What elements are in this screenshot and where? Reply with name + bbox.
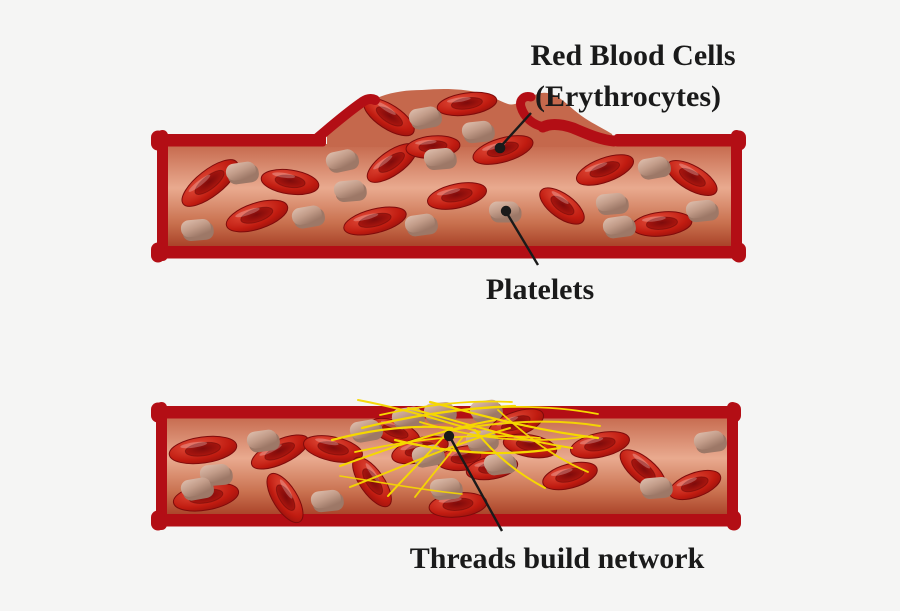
red-blood-cell xyxy=(225,199,289,233)
platelet xyxy=(461,120,495,144)
platelet xyxy=(483,452,517,476)
pointer-dot xyxy=(500,205,512,217)
fibrin-thread xyxy=(419,421,593,441)
label-threads-build-network: Threads build network xyxy=(410,542,705,575)
red-blood-cell xyxy=(436,91,498,117)
pointer-line xyxy=(506,214,540,266)
red-blood-cell xyxy=(539,187,585,225)
fibrin-thread xyxy=(428,400,600,440)
platelet xyxy=(595,192,629,216)
red-blood-cell xyxy=(343,206,407,236)
red-blood-cell xyxy=(260,168,320,196)
label-red-blood-cells-line2: (Erythrocytes) xyxy=(535,80,721,113)
pointer-dot xyxy=(443,430,455,442)
vessel-end-right xyxy=(731,130,742,261)
vessel-walls xyxy=(151,92,746,263)
wall-cap xyxy=(151,242,165,263)
platelet xyxy=(637,156,671,180)
red-blood-cell xyxy=(168,435,238,465)
torn-wall-curl-right xyxy=(516,92,551,132)
pointer-dot xyxy=(494,142,506,154)
platelet xyxy=(639,476,673,500)
red-blood-cell xyxy=(303,435,363,463)
fibrin-thread xyxy=(414,437,463,498)
red-blood-cell xyxy=(576,154,634,186)
wall-cap xyxy=(727,510,741,531)
platelet xyxy=(199,463,233,487)
platelet xyxy=(246,429,280,453)
fibrin-thread xyxy=(379,400,513,416)
fibrin-thread-network xyxy=(330,399,601,498)
pointer-red-blood-cells xyxy=(494,112,532,154)
wall-cap xyxy=(732,242,746,263)
torn-wall-band-right xyxy=(537,119,620,147)
platelet xyxy=(404,213,438,237)
clotted-vessel-illustration xyxy=(151,399,741,531)
fibrin-thread xyxy=(407,407,573,449)
platelets-group xyxy=(180,106,719,242)
fibrin-thread xyxy=(474,429,546,489)
fibrin-thread xyxy=(339,475,463,495)
platelet xyxy=(423,147,457,171)
wall-cap xyxy=(151,510,165,531)
vessel-end-left xyxy=(157,130,168,261)
platelet xyxy=(180,477,214,501)
fibrin-thread xyxy=(451,420,601,431)
fibrin-thread xyxy=(444,406,599,415)
pointer-platelets xyxy=(500,205,540,266)
platelet xyxy=(291,205,325,229)
red-blood-cell xyxy=(366,143,418,183)
pointer-threads xyxy=(443,430,504,532)
wall-cap xyxy=(151,402,165,423)
vessel-wall-bottom xyxy=(158,246,739,259)
red-blood-cells-group xyxy=(181,91,718,237)
fibrin-thread xyxy=(497,409,589,473)
red-blood-cell xyxy=(631,211,693,237)
red-blood-cell xyxy=(363,97,415,137)
red-blood-cell xyxy=(266,472,304,524)
vessel-wall-top-right xyxy=(614,134,739,147)
red-blood-cell xyxy=(570,431,630,459)
red-blood-cell xyxy=(666,160,718,196)
wall-cap xyxy=(732,130,746,151)
platelet xyxy=(325,149,360,173)
platelet xyxy=(310,489,344,513)
fibrin-thread xyxy=(339,419,496,467)
platelet xyxy=(333,179,367,203)
label-platelets: Platelets xyxy=(486,273,594,306)
platelet xyxy=(602,215,636,239)
pointer-line xyxy=(501,112,532,146)
vessel-end-left xyxy=(156,402,167,530)
injured-vessel-illustration xyxy=(151,88,746,263)
wall-cap xyxy=(727,402,741,423)
platelet xyxy=(408,106,442,130)
red-blood-cell xyxy=(181,159,239,207)
vessel-end-right xyxy=(727,402,738,530)
label-red-blood-cells-line1: Red Blood Cells xyxy=(530,39,735,72)
vessel-wall-top-left xyxy=(158,134,326,147)
platelet xyxy=(685,199,719,223)
platelet xyxy=(693,430,727,454)
pointer-line xyxy=(449,438,504,532)
red-blood-cell xyxy=(427,182,487,210)
fibrin-thread xyxy=(387,431,449,497)
platelet xyxy=(180,218,214,242)
wall-cap xyxy=(151,130,165,151)
fibrin-thread xyxy=(393,438,562,455)
platelet xyxy=(225,161,259,185)
torn-wall-flap-left xyxy=(309,94,380,146)
